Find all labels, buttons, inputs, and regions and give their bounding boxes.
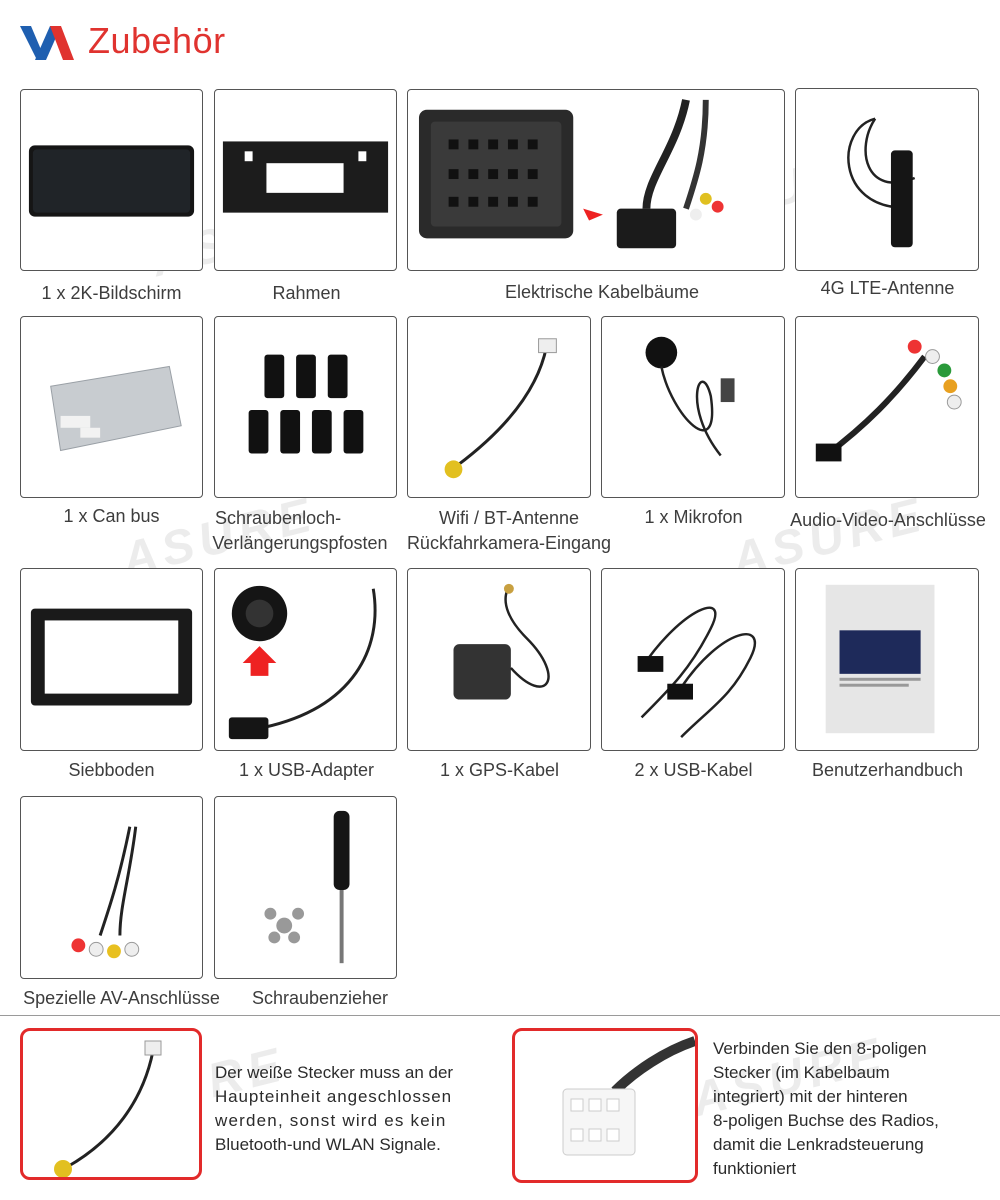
- item-card-frame: [214, 89, 397, 271]
- item-card-canbus: [20, 316, 203, 498]
- note-text-8pin: Verbinden Sie den 8-poligen Stecker (im …: [713, 1037, 993, 1181]
- note-line: Stecker (im Kabelbaum: [713, 1063, 890, 1082]
- item-caption: Siebboden: [68, 760, 155, 780]
- note-image-wifi-plug: [20, 1028, 202, 1180]
- item-caption: 4G LTE-Antenne: [820, 278, 955, 298]
- caption-line: Wifi / BT-Antenne: [438, 508, 580, 528]
- note-text-wifi: Der weiße Stecker muss an der Haupteinhe…: [215, 1061, 495, 1157]
- item-caption: Rahmen: [272, 283, 341, 303]
- item-card-screwdriver: [214, 796, 397, 979]
- item-caption: 1 x GPS-Kabel: [439, 760, 560, 780]
- item-caption: Schraubenloch- Verlängerungspfosten: [205, 506, 395, 556]
- item-caption: 1 x Mikrofon: [644, 507, 743, 527]
- note-line: integriert) mit der hinteren: [713, 1087, 908, 1106]
- note-line: Der weiße Stecker muss an der: [215, 1063, 454, 1082]
- item-card-microphone: [601, 316, 785, 498]
- item-caption: Schraubenzieher: [251, 988, 389, 1008]
- caption-line: Schraubenloch-: [215, 508, 342, 528]
- note-line: Bluetooth-und WLAN Signale.: [215, 1135, 441, 1154]
- item-card-posts: [214, 316, 397, 498]
- item-card-usb-adapter: [214, 568, 397, 751]
- note-line: 8-poligen Buchse des Radios,: [713, 1111, 939, 1130]
- note-line: funktioniert: [713, 1159, 797, 1178]
- note-image-8pin-plug: [512, 1028, 698, 1183]
- brand-logo: [20, 26, 74, 60]
- caption-line: Rückfahrkamera-Eingang: [406, 533, 612, 553]
- item-card-wifi-antenna: [407, 316, 591, 498]
- item-card-gps: [407, 568, 591, 751]
- item-card-manual: [795, 568, 979, 751]
- divider: [0, 1015, 1000, 1016]
- item-card-harness: [407, 89, 785, 271]
- item-card-av-connectors: [795, 316, 979, 498]
- note-line: damit die Lenkradsteuerung: [713, 1135, 924, 1154]
- item-card-screen: [20, 89, 203, 271]
- item-caption: Benutzerhandbuch: [811, 760, 964, 780]
- item-caption: 1 x Can bus: [63, 506, 160, 526]
- item-caption: 2 x USB-Kabel: [634, 760, 753, 780]
- item-caption: Wifi / BT-Antenne Rückfahrkamera-Eingang: [397, 506, 621, 556]
- item-card-usb-cables: [601, 568, 785, 751]
- note-line: Verbinden Sie den 8-poligen: [713, 1039, 927, 1058]
- item-card-base-frame: [20, 568, 203, 751]
- item-card-special-av: [20, 796, 203, 979]
- item-caption: Audio-Video-Anschlüsse: [790, 510, 986, 530]
- page-title: Zubehör: [88, 20, 226, 61]
- item-caption: 1 x 2K-Bildschirm: [41, 283, 182, 303]
- item-card-lte-antenna: [795, 88, 979, 271]
- note-line: Haupteinheit angeschlossen: [215, 1087, 452, 1106]
- caption-line: Verlängerungspfosten: [212, 533, 388, 553]
- item-caption: 1 x USB-Adapter: [238, 760, 375, 780]
- item-caption: Spezielle AV-Anschlüsse: [23, 988, 220, 1008]
- item-caption: Elektrische Kabelbäume: [504, 282, 700, 302]
- note-line: werden, sonst wird es kein: [215, 1111, 447, 1130]
